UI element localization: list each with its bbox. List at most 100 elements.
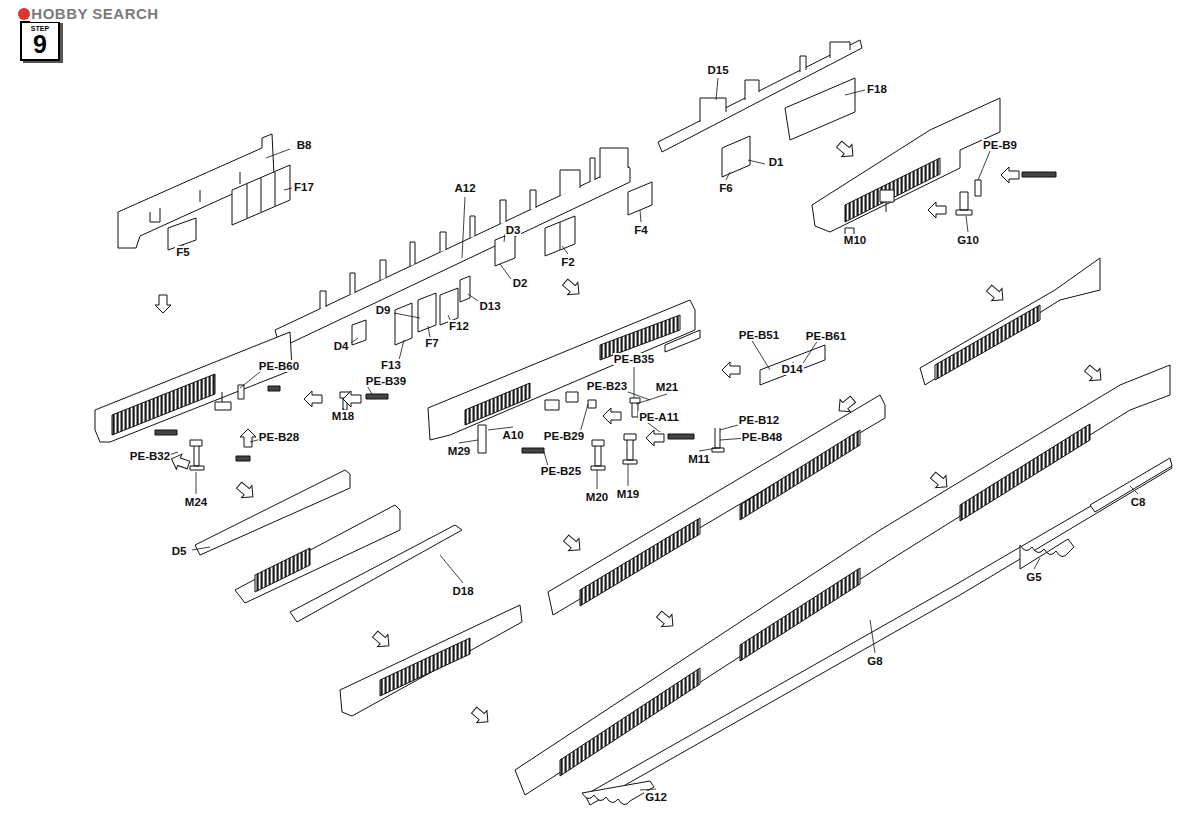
part-number: M20 (585, 491, 609, 504)
leader-line (166, 78, 1138, 790)
assembly-arrow (561, 532, 585, 556)
assembly-arrow (469, 704, 493, 728)
etched-strip (236, 456, 250, 461)
part-number: F4 (633, 224, 648, 237)
assembly-arrow (234, 479, 258, 503)
hull-section (515, 365, 1170, 795)
assembly-arrow (646, 430, 664, 446)
part-number: PE-B12 (738, 414, 780, 427)
window-band (580, 518, 700, 606)
small-part (665, 330, 700, 352)
window-band (960, 424, 1090, 521)
part-number: PE-B23 (586, 380, 628, 393)
hull-section (428, 300, 695, 440)
part-number: PE-B51 (738, 329, 780, 342)
window-band (845, 158, 940, 222)
window-band (255, 548, 310, 592)
deck-part (1020, 539, 1074, 569)
assembly-arrow (722, 362, 740, 378)
small-part (760, 345, 825, 385)
assembly-arrow (169, 451, 191, 472)
small-part (591, 440, 605, 470)
hull-section (95, 332, 292, 442)
part-number: PE-B60 (258, 360, 300, 373)
panel-detail (150, 172, 240, 222)
window-band (740, 568, 860, 661)
assembly-arrow (928, 202, 946, 218)
window-band (560, 668, 700, 776)
assembly-arrow (370, 628, 394, 652)
part-number: M19 (616, 488, 640, 501)
hull-section (920, 258, 1100, 385)
part-number: PE-B25 (540, 465, 582, 478)
part-number: PE-B35 (613, 353, 655, 366)
assembly-arrow (1001, 167, 1019, 183)
watermark: HOBBY SEARCH (30, 6, 159, 23)
part-number: M24 (184, 496, 208, 509)
window-band (740, 430, 860, 520)
etched-strip (668, 434, 694, 439)
window-panel (785, 78, 855, 140)
deck-strip (275, 165, 630, 348)
part-number: M11 (687, 453, 711, 466)
etched-strip (268, 386, 280, 391)
part-number: PE-B61 (805, 330, 847, 343)
part-number: F17 (293, 181, 315, 194)
etched-strip (155, 430, 177, 435)
window-band (465, 383, 530, 425)
part-number: M29 (447, 445, 471, 458)
deck-strip (658, 40, 862, 152)
part-number: D3 (505, 224, 522, 237)
small-part (623, 434, 637, 464)
small-part (215, 385, 244, 410)
part-number: D13 (478, 300, 501, 313)
hull-section (235, 505, 400, 603)
hull-section (812, 98, 1000, 232)
assembly-arrow (928, 469, 952, 493)
window-band (112, 374, 215, 435)
part-number: F2 (560, 256, 575, 269)
window-band (935, 305, 1040, 380)
part-number: D4 (333, 340, 350, 353)
part-number: A12 (453, 182, 476, 195)
step-caption: STEP (22, 25, 58, 32)
part-number: M18 (331, 410, 355, 423)
part-number: D18 (451, 585, 474, 598)
small-part (545, 392, 596, 410)
part-number: D9 (375, 304, 392, 317)
part-number: PE-B9 (982, 139, 1018, 152)
part-number: F7 (424, 337, 439, 350)
small-part (956, 180, 981, 215)
small-panel (460, 276, 470, 302)
deck-strip (585, 460, 1172, 805)
small-part (478, 425, 486, 453)
assembly-arrow (304, 391, 322, 407)
assembly-arrow (240, 429, 256, 447)
assembly-arrow (834, 393, 858, 417)
part-number: F12 (448, 320, 470, 333)
part-number: G5 (1025, 571, 1042, 584)
small-part (880, 190, 894, 212)
part-number: F6 (718, 182, 733, 195)
panel-detail (560, 222, 561, 250)
part-number: D5 (171, 545, 188, 558)
deck-part (1090, 458, 1172, 512)
part-number: M21 (655, 381, 679, 394)
deck-strip (290, 525, 462, 622)
etched-strip (522, 448, 544, 453)
hull-section (340, 605, 522, 716)
part-number: C8 (1130, 496, 1147, 509)
part-number: F18 (866, 83, 888, 96)
part-number: PE-B32 (129, 450, 171, 463)
part-number: PE-B48 (741, 431, 783, 444)
etched-strip (366, 394, 388, 399)
assembly-arrow (343, 391, 361, 407)
window-panel (232, 165, 290, 225)
small-part (190, 440, 204, 470)
part-number: D2 (512, 277, 529, 290)
assembly-arrow (834, 138, 858, 162)
assembly-arrow (155, 295, 171, 313)
small-panel (418, 293, 436, 332)
small-panel (395, 303, 412, 345)
